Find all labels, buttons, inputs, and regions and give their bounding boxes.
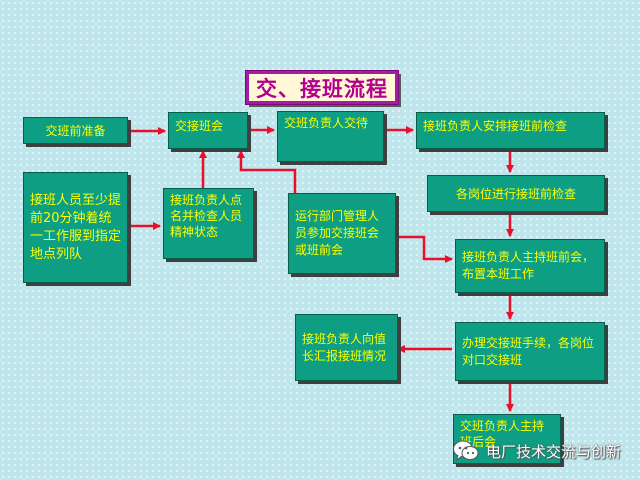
node-ops-dept: 运行部门管理人员参加交接班会或班前会 [288, 193, 396, 274]
watermark: 电厂技术交流与创新 [452, 437, 621, 465]
page-title: 交、接班流程 [245, 70, 399, 105]
node-arrange-check: 接班负责人安排接班前检查 [416, 112, 605, 149]
node-report: 接班负责人向值长汇报接班情况 [295, 314, 398, 381]
node-prepare: 交班前准备 [23, 117, 128, 144]
wechat-icon [453, 440, 479, 462]
node-post-check: 各岗位进行接班前检查 [427, 175, 605, 212]
node-rollcall: 接班负责人点名并检查人员精神状态 [163, 188, 254, 259]
node-preside-meeting: 接班负责人主持班前会，布置本班工作 [455, 239, 605, 293]
node-procedures: 办理交接班手续，各岗位对口交接班 [455, 322, 605, 381]
arrow-ops-to-meeting [237, 150, 297, 193]
node-handover-meeting: 交接班会 [168, 112, 248, 149]
arrow-ops-to-preside [396, 235, 453, 263]
watermark-text: 电厂技术交流与创新 [486, 442, 622, 461]
node-staff-arrive: 接班人员至少提前20分钟着统一工作服到指定地点列队 [23, 172, 128, 283]
node-leader-handover: 交班负责人交待 [277, 111, 384, 162]
